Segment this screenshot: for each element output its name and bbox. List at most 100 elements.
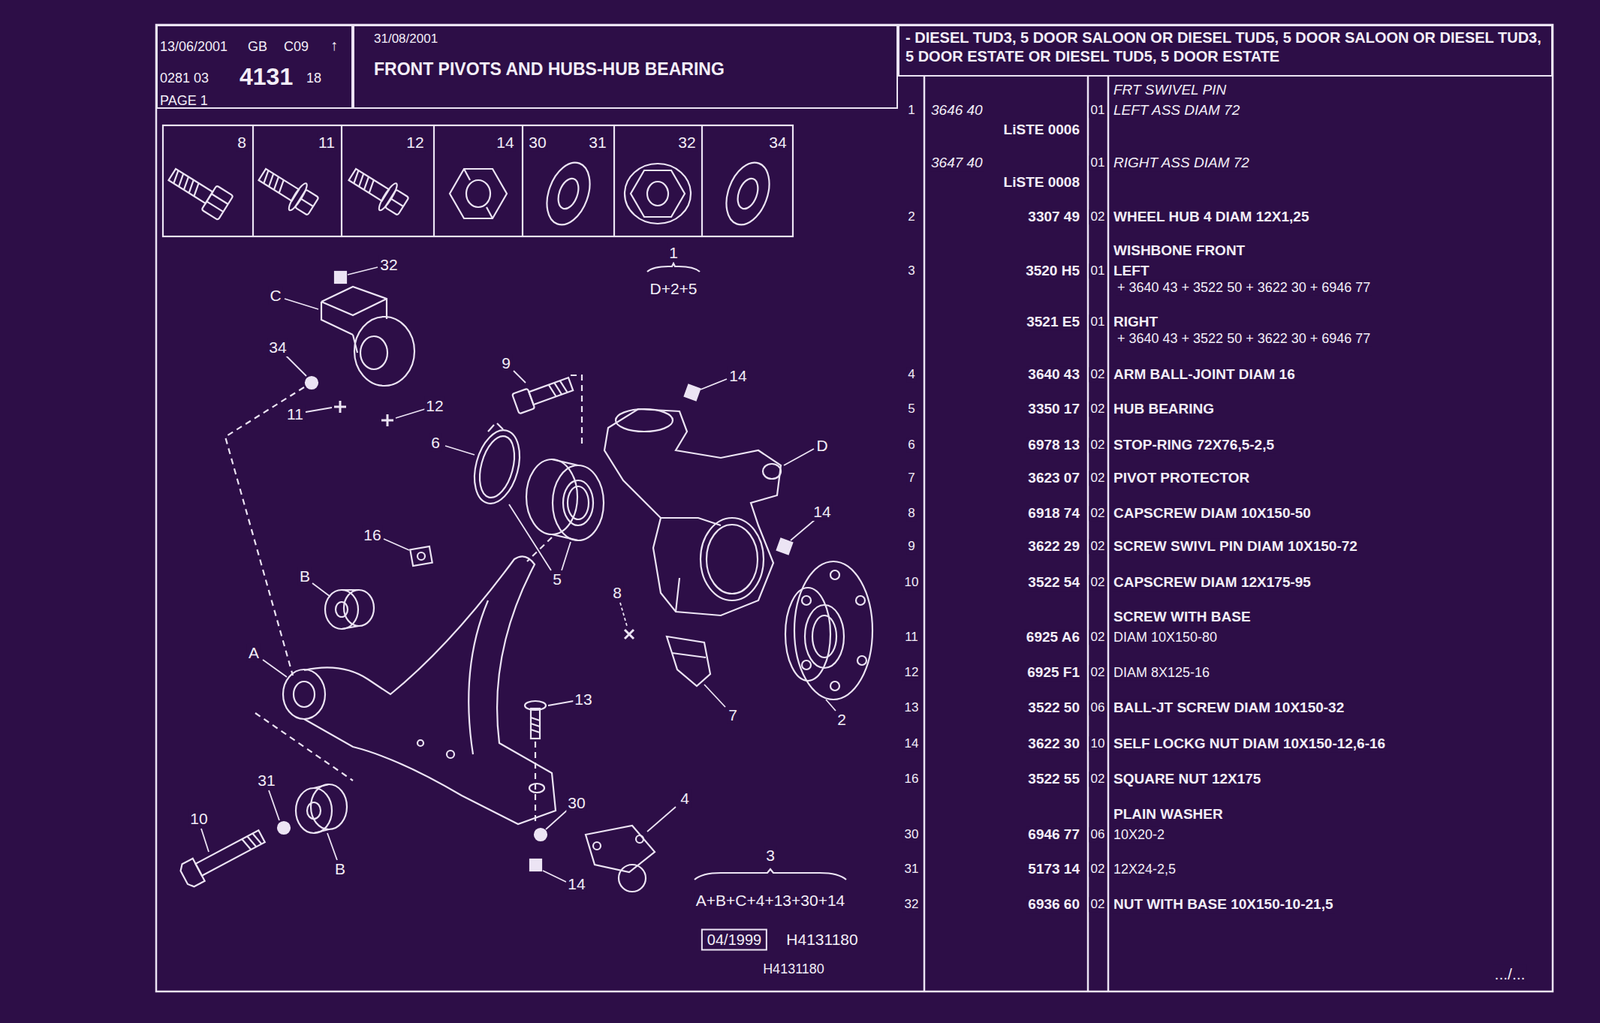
table-cell: 12X24-2,5 xyxy=(1111,861,1178,878)
exploded-view xyxy=(446,750,455,759)
exploded-view xyxy=(762,464,781,480)
leader-line xyxy=(545,809,569,830)
frame-line xyxy=(156,24,1553,992)
header-code-box: 13/06/2001GBC09↑0281 03413118PAGE 1 xyxy=(156,24,353,109)
callout-number: 14 xyxy=(727,367,748,386)
exploded-view xyxy=(694,869,847,880)
icon-strip xyxy=(433,125,435,237)
leader-line xyxy=(704,684,726,708)
leader-line xyxy=(201,828,209,853)
quantity-cell: 02 xyxy=(1089,470,1107,486)
leader-line xyxy=(825,699,836,712)
leader-line xyxy=(783,448,814,466)
quantity-cell: 02 xyxy=(1089,437,1107,453)
icon-strip xyxy=(300,198,314,207)
icon-strip xyxy=(351,170,377,193)
table-cell: 3647 40 xyxy=(929,154,985,172)
exploded-view xyxy=(468,600,489,755)
exploded-view xyxy=(624,629,634,639)
header-title-box: 31/08/2001FRONT PIVOTS AND HUBS-HUB BEAR… xyxy=(352,24,898,109)
leader-line xyxy=(509,504,571,571)
row-number: 13 xyxy=(903,700,921,716)
exploded-view xyxy=(334,400,394,427)
callout-number: 11 xyxy=(316,133,337,152)
exploded-view xyxy=(530,859,542,871)
table-cell: WHEEL HUB 4 DIAM 12X1,25 xyxy=(1111,208,1311,226)
exploded-view xyxy=(593,842,601,850)
table-cell: HUB BEARING xyxy=(1111,400,1216,418)
leader-line xyxy=(647,807,676,832)
exploded-view xyxy=(567,486,589,520)
callout-number: 1 xyxy=(667,244,680,263)
row-number: 16 xyxy=(903,771,921,787)
date-stamp: 04/1999 xyxy=(701,929,768,952)
row-number: 14 xyxy=(903,736,921,752)
table-cell: 10X20-2 xyxy=(1111,827,1167,844)
exploded-view xyxy=(321,286,387,335)
quantity-cell: 06 xyxy=(1089,700,1107,716)
exploded-view xyxy=(225,387,305,676)
row-number: 12 xyxy=(903,665,921,681)
callout-number: 31 xyxy=(587,133,608,152)
callout-number: 8 xyxy=(235,133,248,152)
header-text: 13/06/2001 xyxy=(159,39,228,55)
exploded-view xyxy=(830,681,840,691)
callout-number: B xyxy=(333,860,347,879)
quantity-cell: 02 xyxy=(1089,629,1107,645)
callout-number: 30 xyxy=(566,794,587,813)
leader-line xyxy=(327,833,338,861)
exploded-view xyxy=(307,802,321,820)
exploded-view xyxy=(195,830,265,876)
table-cell: 3622 30 xyxy=(1026,735,1082,753)
exploded-view xyxy=(830,570,840,580)
callout-number: H4131180 xyxy=(784,931,859,950)
icon-strip xyxy=(201,185,233,220)
exploded-view xyxy=(354,316,415,386)
drawing-code: H4131180 xyxy=(761,961,826,978)
table-cell: 6925 A6 xyxy=(1024,629,1082,646)
exploded-view xyxy=(604,409,781,616)
exploded-view xyxy=(684,385,701,401)
icon-strip xyxy=(343,161,412,220)
header-text: 18 xyxy=(306,70,322,87)
table-cell: 3522 55 xyxy=(1026,771,1082,788)
quantity-cell: 10 xyxy=(1089,736,1107,752)
icon-strip xyxy=(521,125,524,237)
exploded-view xyxy=(177,263,873,892)
icon-strip xyxy=(464,168,471,181)
header-text: ↑ xyxy=(330,36,338,55)
callout-number: 2 xyxy=(835,711,848,730)
frame-line xyxy=(156,24,1553,992)
icon-strip xyxy=(486,207,493,219)
table-cell: WISHBONE FRONT xyxy=(1111,242,1247,260)
icon-strip xyxy=(162,125,793,237)
table-cell: BALL-JT SCREW DIAM 10X150-32 xyxy=(1111,699,1346,717)
table-cell: CAPSCREW DIAM 10X150-50 xyxy=(1111,505,1313,522)
table-cell: PLAIN WASHER xyxy=(1111,806,1225,823)
callout-number: 30 xyxy=(527,133,548,152)
icon-strip xyxy=(206,201,223,212)
table-cell: 3521 E5 xyxy=(1024,313,1082,331)
icon-strip xyxy=(449,168,507,219)
table-cell: RIGHT ASS DIAM 72 xyxy=(1111,154,1251,172)
icon-strip xyxy=(613,125,615,237)
exploded-view xyxy=(277,822,290,835)
exploded-view xyxy=(295,788,332,834)
header-text: 0281 03 xyxy=(159,70,209,87)
row-number: 30 xyxy=(903,827,921,843)
exploded-view xyxy=(409,546,432,567)
callout-number: D xyxy=(814,436,829,455)
exploded-view xyxy=(615,409,673,432)
header-text: 4131 xyxy=(239,63,293,91)
exploded-view xyxy=(534,828,547,841)
icon-strip xyxy=(718,156,778,232)
row-number: 1 xyxy=(906,102,917,118)
table-cell: 3520 H5 xyxy=(1024,262,1082,280)
callout-number: 16 xyxy=(361,526,383,545)
exploded-view xyxy=(467,424,528,509)
icon-strip xyxy=(349,168,390,202)
callout-number: 10 xyxy=(188,810,209,829)
table-cell: 6978 13 xyxy=(1026,436,1082,454)
table-cell: DIAM 10X150-80 xyxy=(1111,629,1219,646)
